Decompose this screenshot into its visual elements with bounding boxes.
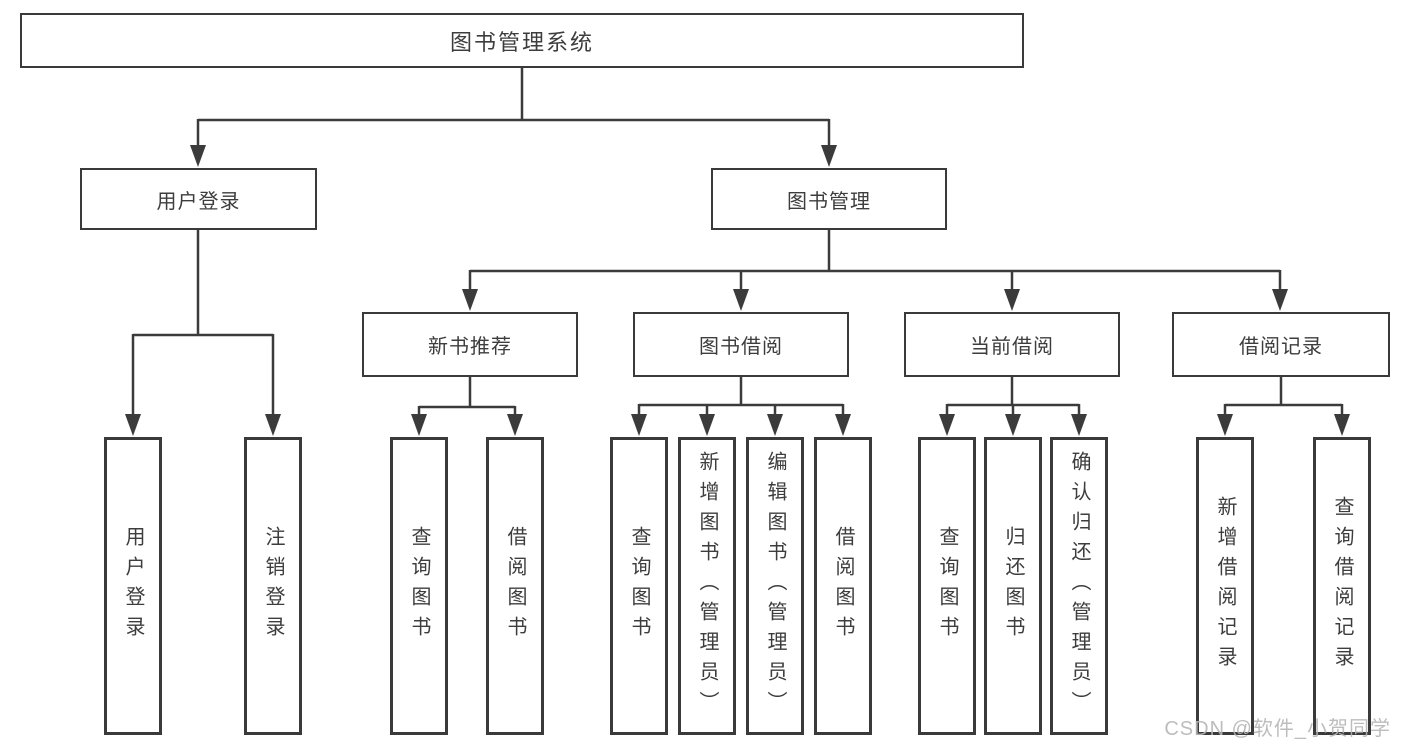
leaf-confirm-return-admin: 确认归还（管理员） bbox=[1050, 437, 1108, 735]
node-label: 图书管理 bbox=[787, 190, 871, 213]
leaf-user-login: 用户登录 bbox=[104, 437, 162, 735]
leaf-edit-books-admin: 编辑图书（管理员） bbox=[746, 437, 804, 735]
leaf-query-books-current: 查询图书 bbox=[918, 437, 976, 735]
node-library-management-system: 图书管理系统 bbox=[20, 13, 1024, 68]
leaf-query-borrow-record: 查询借阅记录 bbox=[1313, 437, 1371, 735]
node-label: 借阅图书 bbox=[832, 526, 854, 646]
node-label: 新增借阅记录 bbox=[1214, 496, 1236, 676]
csdn-watermark: CSDN @软件_小贺同学 bbox=[1164, 718, 1391, 740]
leaf-borrow-books: 借阅图书 bbox=[814, 437, 872, 735]
node-label: 归还图书 bbox=[1002, 526, 1024, 646]
leaf-add-books-admin: 新增图书（管理员） bbox=[678, 437, 736, 735]
node-label: 用户登录 bbox=[122, 526, 144, 646]
leaf-query-books-recommend: 查询图书 bbox=[390, 437, 448, 735]
leaf-add-borrow-record: 新增借阅记录 bbox=[1196, 437, 1254, 735]
node-label: 新增图书（管理员） bbox=[696, 451, 718, 721]
node-borrowing-records: 借阅记录 bbox=[1172, 312, 1390, 377]
node-label: 查询借阅记录 bbox=[1331, 496, 1353, 676]
node-label: 编辑图书（管理员） bbox=[764, 451, 786, 721]
node-label: 确认归还（管理员） bbox=[1068, 451, 1090, 721]
node-label: 新书推荐 bbox=[428, 336, 512, 358]
node-current-borrowing: 当前借阅 bbox=[904, 312, 1120, 377]
node-new-book-recommendation: 新书推荐 bbox=[362, 312, 578, 377]
leaf-return-books: 归还图书 bbox=[984, 437, 1042, 735]
node-book-management: 图书管理 bbox=[711, 168, 947, 230]
node-label: 用户登录 bbox=[156, 190, 241, 213]
node-user-login: 用户登录 bbox=[80, 168, 317, 230]
leaf-query-books-borrow: 查询图书 bbox=[610, 437, 668, 735]
leaf-borrow-books-recommend: 借阅图书 bbox=[486, 437, 544, 735]
node-label: 图书管理系统 bbox=[449, 29, 594, 55]
node-label: 当前借阅 bbox=[970, 336, 1054, 358]
node-book-borrowing: 图书借阅 bbox=[633, 312, 849, 377]
node-label: 查询图书 bbox=[936, 526, 958, 646]
node-label: 借阅记录 bbox=[1239, 336, 1323, 358]
node-label: 图书借阅 bbox=[699, 336, 783, 358]
leaf-logout: 注销登录 bbox=[244, 437, 302, 735]
node-label: 查询图书 bbox=[408, 526, 430, 646]
node-label: 注销登录 bbox=[262, 526, 284, 646]
node-label: 借阅图书 bbox=[504, 526, 526, 646]
node-label: 查询图书 bbox=[628, 526, 650, 646]
